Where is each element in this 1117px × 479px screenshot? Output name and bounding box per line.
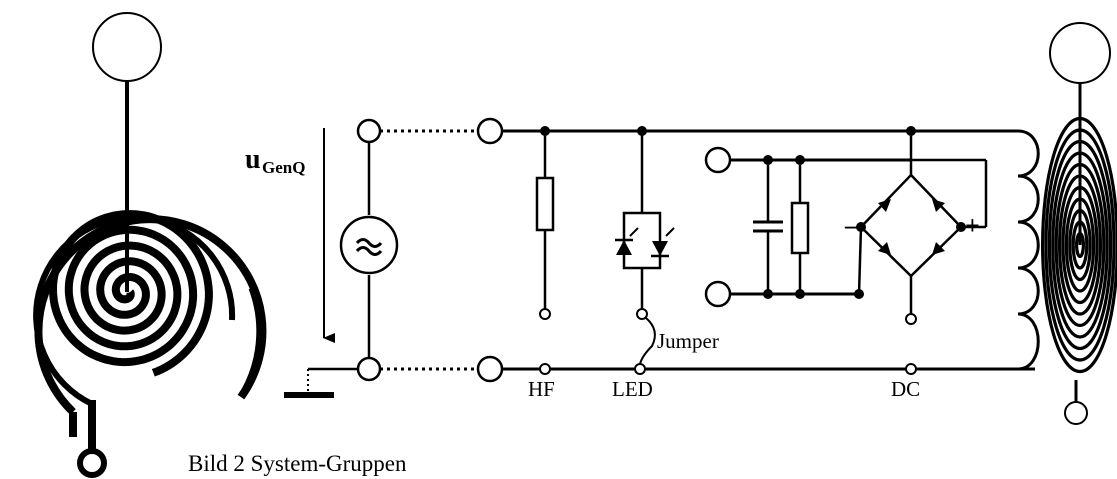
right-spiral-coil: [1041, 22, 1117, 425]
spiral-turn: [1044, 128, 1116, 362]
dc-resistor-icon: [790, 160, 810, 294]
bridge-rectifier-icon: – +: [844, 126, 988, 325]
spiral-turn: [1068, 208, 1092, 282]
spiral-turn: [1061, 185, 1099, 305]
spiral-turn: [1054, 162, 1106, 328]
coil-inductor-icon: [1017, 129, 1040, 371]
right-top-terminal: [1049, 22, 1111, 84]
dc-label: DC: [891, 377, 920, 401]
right-bottom-terminal: [1064, 401, 1088, 425]
outer-ring-2: [33, 214, 236, 437]
spiral-turn: [1074, 231, 1085, 259]
outer-ring-3: [238, 286, 264, 399]
jumper-wire: [639, 317, 656, 365]
left-spiral-coil: [33, 12, 267, 478]
left-top-terminal: [92, 12, 162, 82]
left-bottom-terminal: [77, 448, 107, 478]
spiral-turn: [1064, 197, 1096, 293]
resistor-icon: [535, 176, 555, 232]
elliptic-spiral-icon: [1041, 116, 1117, 374]
ac-source: [284, 118, 478, 398]
hf-label: HF: [528, 377, 555, 401]
voltage-subscript: GenQ: [262, 158, 305, 177]
plus-sign: +: [965, 211, 980, 240]
spiral-turn: [1051, 151, 1109, 339]
spiral-turn: [1047, 139, 1113, 351]
hf-branch: HF: [528, 126, 555, 401]
dc-branch: – + DC: [704, 126, 988, 401]
minus-sign: –: [844, 211, 859, 240]
led-label: LED: [612, 377, 653, 401]
jumper-label: Jumper: [657, 329, 719, 353]
capacitor-icon: [753, 160, 783, 294]
spiral-turn: [1041, 116, 1117, 374]
main-rails: [476, 117, 1035, 383]
spiral-turn: [1071, 220, 1089, 270]
voltage-symbol: u: [245, 144, 261, 175]
led-branch: Jumper LED: [612, 126, 719, 401]
figure-caption: Bild 2 System-Gruppen: [188, 451, 407, 476]
voltage-label: u GenQ: [245, 128, 335, 343]
spiral-turn: [1057, 174, 1102, 316]
spiral-icon: [48, 210, 213, 377]
antiparallel-led-icon: [615, 211, 675, 270]
